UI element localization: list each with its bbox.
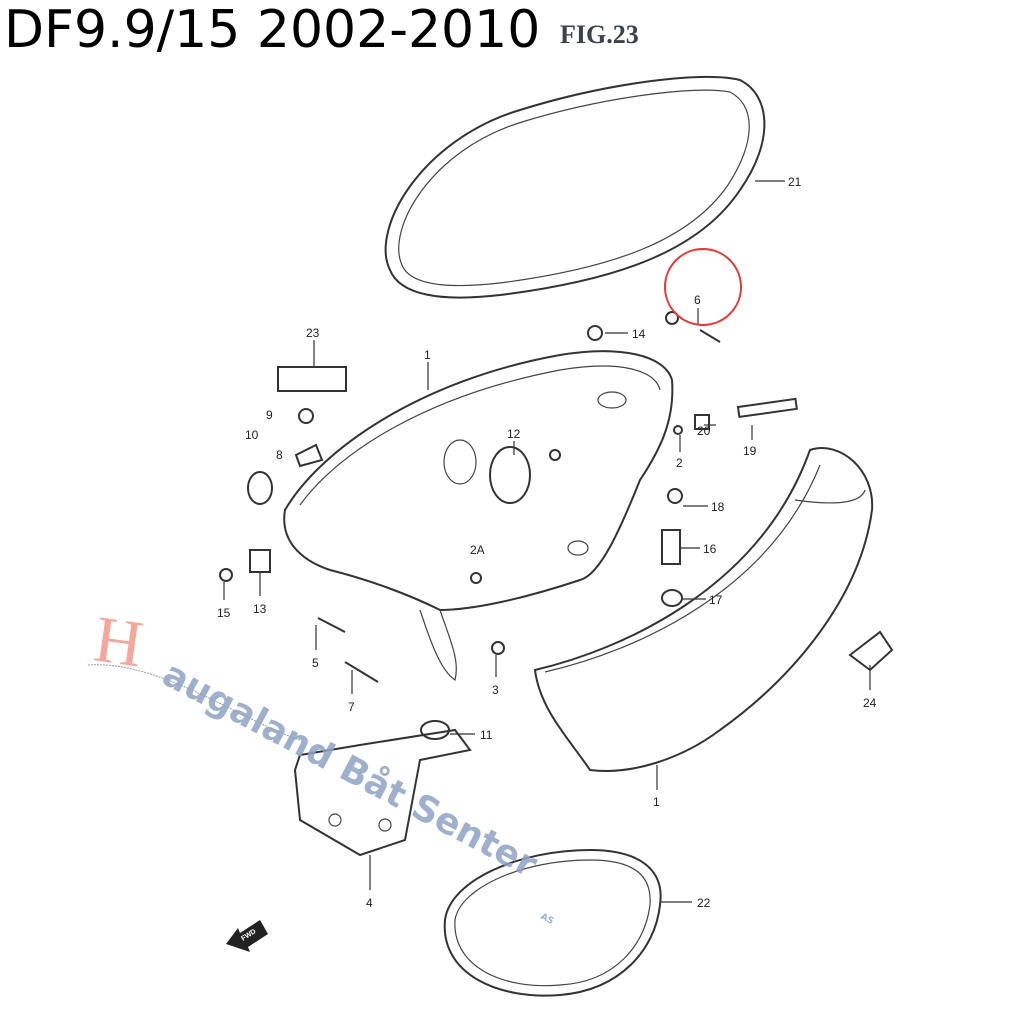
part-label: 21 [788, 175, 802, 189]
part-label: 14 [632, 327, 646, 341]
part-label: 2 [676, 456, 683, 470]
watermark-suffix: AS [539, 912, 556, 927]
part-label: 1 [424, 348, 431, 362]
part-label: 18 [711, 500, 725, 514]
part-label: 9 [266, 408, 273, 422]
figure-label: FIG.23 [560, 20, 639, 49]
part-label: 15 [217, 606, 231, 620]
part-label: 11 [480, 728, 493, 742]
part-label: 4 [366, 896, 373, 910]
part-label: 7 [348, 700, 355, 714]
upper-cover-1 [283, 350, 674, 681]
part-label: 5 [312, 656, 319, 670]
seal-21 [384, 75, 766, 299]
part-label: 24 [863, 696, 877, 710]
page-title: DF9.9/15 2002-2010 [4, 0, 541, 60]
leader-lines [223, 180, 871, 903]
part-label: 1 [653, 795, 660, 809]
fwd-arrow: FWD [226, 920, 268, 952]
watermark-initial: H [90, 603, 147, 682]
part-label: 19 [743, 444, 757, 458]
highlight-circle [664, 248, 742, 326]
bracket-4 [293, 728, 472, 857]
part-label: 13 [253, 602, 267, 616]
part-label: 16 [703, 542, 717, 556]
fwd-arrow-icon [226, 920, 268, 952]
part-label: 8 [276, 448, 283, 462]
lower-cover-1 [533, 447, 874, 772]
part-label: 3 [492, 683, 499, 697]
small-parts [219, 311, 894, 740]
part-label: 6 [694, 293, 701, 307]
label-23 [277, 366, 347, 392]
part-labels: 21 6 14 23 1 9 10 8 12 2 20 19 18 16 17 … [217, 175, 877, 910]
part-label: 23 [306, 326, 320, 340]
part-label: 22 [697, 896, 711, 910]
seal-22 [443, 848, 662, 997]
watermark-text: augaland Båt Senter [156, 654, 544, 886]
part-label: 17 [709, 593, 723, 607]
part-label: 10 [245, 428, 259, 442]
part-label: 2A [470, 543, 485, 557]
part-label: 20 [697, 424, 711, 438]
part-label: 12 [507, 427, 521, 441]
watermark: H augaland Båt Senter AS [87, 603, 556, 927]
